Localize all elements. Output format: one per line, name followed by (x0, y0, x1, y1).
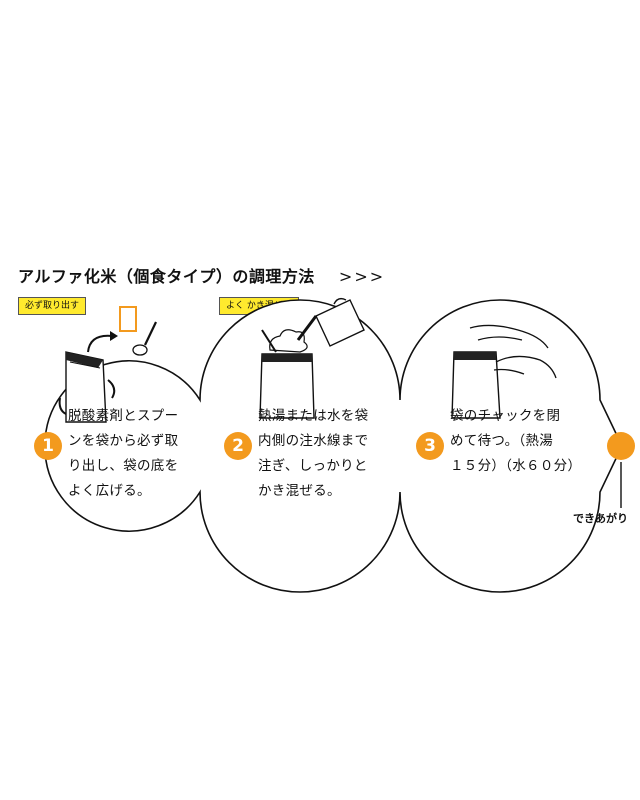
curved-arrow-icon (58, 331, 118, 415)
pouch-steam-icon (259, 329, 315, 419)
step-2-line: 注ぎ、しっかりと (258, 458, 368, 474)
tag-remove: 必ず取り出す (18, 297, 87, 315)
step-1-line: り出し、袋の底を (68, 458, 179, 474)
step-1-line: よく広げる。 (68, 483, 151, 499)
step-3-line: めて待つ。（熱湯 (450, 433, 554, 449)
step-number-2: 2 (224, 432, 252, 460)
step-number-1: 1 (34, 432, 62, 460)
step-3-line: 袋のチャックを閉 (450, 408, 561, 424)
page-title: アルファ化米（個食タイプ）の調理方法 >>> (18, 263, 385, 287)
step-number-3: 3 (416, 432, 444, 460)
step-2-line: 内側の注水線まで (258, 433, 369, 449)
step-3-text: 袋のチャックを閉 めて待つ。（熱湯 １５分）（水６０分） (450, 404, 581, 479)
end-dot (607, 432, 635, 460)
title-arrows: >>> (338, 267, 386, 286)
kettle-pour-icon (296, 297, 365, 347)
pouch-open-icon (65, 351, 107, 423)
step-1-line: 脱酸素剤とスプー (68, 408, 179, 424)
end-label: できあがり (573, 512, 628, 525)
step-2-line: かき混ぜる。 (258, 483, 341, 499)
step-1-line: ンを袋から必ず取 (68, 433, 179, 449)
title-text: アルファ化米（個食タイプ）の調理方法 (18, 267, 315, 286)
pouch-closing-hands-icon (451, 324, 557, 419)
step-3-line: １５分）（水６０分） (450, 458, 582, 474)
step-1-text: 脱酸素剤とスプー ンを袋から必ず取 り出し、袋の底を よく広げる。 (68, 404, 178, 504)
step-2-text: 熱湯または水を袋 内側の注水線まで 注ぎ、しっかりと かき混ぜる。 (258, 404, 368, 504)
step-2-line: 熱湯または水を袋 (258, 408, 369, 424)
spoon-icon (132, 321, 157, 356)
oxygen-absorber-icon (119, 306, 137, 332)
